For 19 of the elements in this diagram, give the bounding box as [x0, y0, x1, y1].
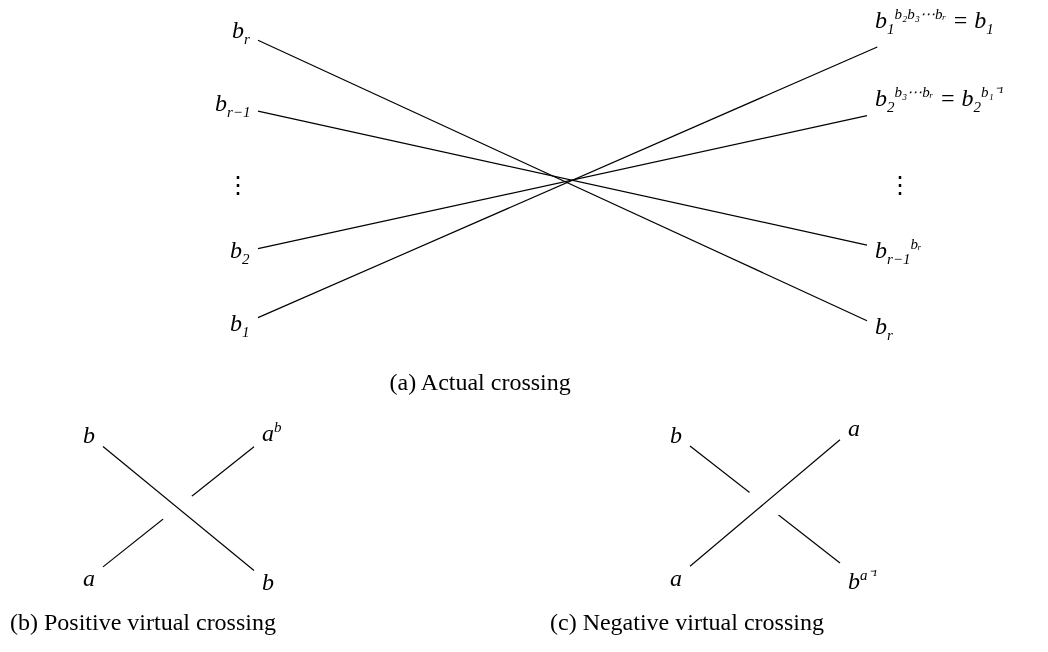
strand-label: b$_{2}$ [230, 235, 250, 269]
strand-label: b$_{1}$$^{b₂b₃⋯bᵣ}$ = b$_{1}$ [875, 5, 994, 39]
strand-label: b$_{r−1}$ [215, 88, 251, 122]
figure-caption: (a) Actual crossing [389, 370, 571, 394]
vertical-ellipsis: ⋮ [888, 173, 912, 197]
strand-label: b$^{a⁻¹}$ [848, 565, 877, 595]
vertical-ellipsis: ⋮ [226, 173, 250, 197]
strand-label: b$_{r}$ [232, 15, 250, 49]
strand-label: b [670, 421, 682, 449]
strand-label: a$^{b}$ [262, 417, 282, 447]
strand-label: b [83, 421, 95, 449]
strand-label: a [670, 564, 682, 592]
strand-label: b [262, 568, 274, 596]
strand-label: a [848, 414, 860, 442]
figure-caption: (b) Positive virtual crossing [10, 610, 276, 634]
strand-label: a [83, 564, 95, 592]
strand-label: b$_{r}$ [875, 311, 893, 345]
figure-caption: (c) Negative virtual crossing [550, 610, 824, 634]
strand-label: b$_{1}$ [230, 308, 250, 342]
